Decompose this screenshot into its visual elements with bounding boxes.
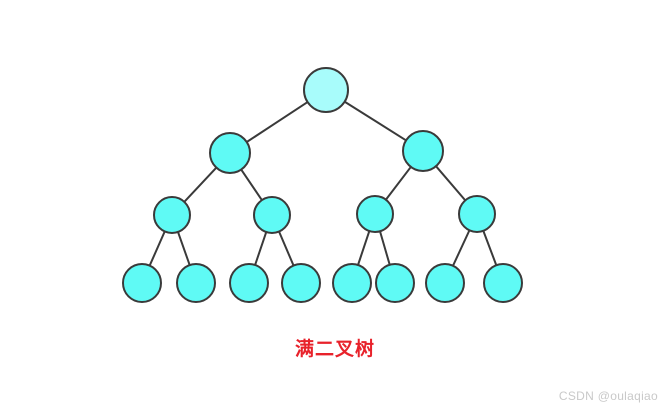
tree-node: [332, 263, 372, 303]
diagram-caption: 满二叉树: [294, 338, 375, 360]
tree-edge: [433, 163, 468, 203]
watermark-label: CSDN @oulaqiao: [558, 389, 658, 403]
tree-node: [253, 196, 291, 234]
tree-edge: [239, 166, 265, 203]
tree-node: [483, 263, 523, 303]
tree-node: [402, 130, 444, 172]
tree-edge: [378, 228, 392, 268]
tree-node: [303, 67, 349, 113]
tree-edge: [176, 229, 192, 268]
tree-node: [425, 263, 465, 303]
tree-edge: [244, 99, 311, 145]
tree-node: [176, 263, 216, 303]
tree-edge: [356, 228, 371, 268]
tree-edge: [383, 164, 414, 203]
tree-edge: [451, 227, 472, 269]
tree-node: [458, 195, 496, 233]
tree-node-layer: [122, 67, 523, 303]
tree-node: [375, 263, 415, 303]
tree-node: [356, 195, 394, 233]
tree-edge: [147, 228, 167, 269]
tree-node: [153, 196, 191, 234]
tree-node: [281, 263, 321, 303]
tree-edge: [481, 227, 499, 269]
tree-edge: [253, 229, 268, 268]
tree-node: [229, 263, 269, 303]
tree-node: [122, 263, 162, 303]
tree-edge: [181, 165, 219, 205]
tree-node: [209, 132, 251, 174]
tree-edge-layer: [147, 99, 499, 269]
tree-edge: [277, 228, 296, 269]
tree-edge: [341, 99, 409, 143]
